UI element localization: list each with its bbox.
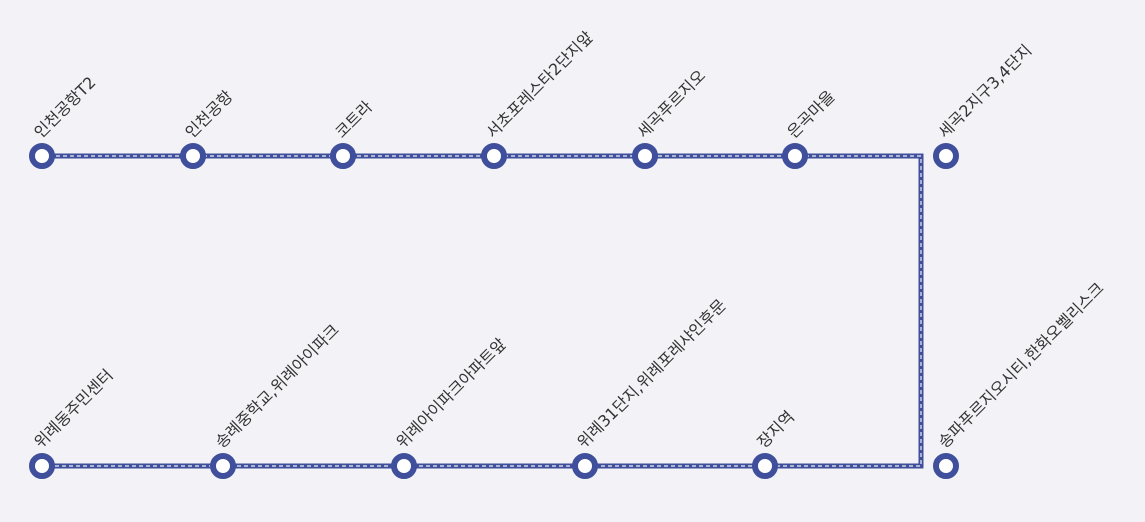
stop-label: 장지역 [753,407,798,452]
stop-marker[interactable] [180,143,206,169]
stop-label: 세곡2지구3,4단지 [934,41,1035,142]
stop-label: 코트라 [331,97,376,142]
stop-label: 인천공항 [181,87,236,142]
stop-label: 인천공항T2 [30,73,99,142]
stop-label: 세곡푸르지오 [633,66,709,142]
stop[interactable]: 송파푸르지오시티,한화오벨리스크 [933,279,1108,479]
stop[interactable]: 서초포레스타2단지앞 [481,27,597,169]
stop[interactable]: 세곡2지구3,4단지 [933,41,1035,169]
stop-marker[interactable] [632,143,658,169]
stop-label: 서초포레스타2단지앞 [482,27,597,142]
stop-label: 위례아이파크아파트앞 [392,334,510,452]
stop-label: 위례동주민센터 [30,366,116,452]
stop-marker[interactable] [29,143,55,169]
stop[interactable]: 위례31단지,위례포레샤인후문 [572,295,730,479]
stop[interactable]: 위례동주민센터 [29,366,117,479]
stop-label: 송파푸르지오시티,한화오벨리스크 [934,279,1107,452]
stop-marker[interactable] [782,143,808,169]
stop-marker[interactable] [481,143,507,169]
stop-marker[interactable] [210,453,236,479]
stop-marker[interactable] [572,453,598,479]
stop-marker[interactable] [933,453,959,479]
stop[interactable]: 위례아이파크아파트앞 [391,334,510,479]
stop[interactable]: 세곡푸르지오 [632,66,709,169]
stop-marker[interactable] [391,453,417,479]
stop-label: 은곡마을 [783,87,838,142]
stop-marker[interactable] [330,143,356,169]
stop[interactable]: 인천공항T2 [29,73,100,169]
stop-marker[interactable] [933,143,959,169]
stop[interactable]: 송례중학교,위례아이파크 [210,320,343,479]
stop-label: 송례중학교,위례아이파크 [211,320,343,452]
stop-label: 위례31단지,위례포레샤인후문 [573,295,729,451]
stop-marker[interactable] [752,453,778,479]
stop-marker[interactable] [29,453,55,479]
